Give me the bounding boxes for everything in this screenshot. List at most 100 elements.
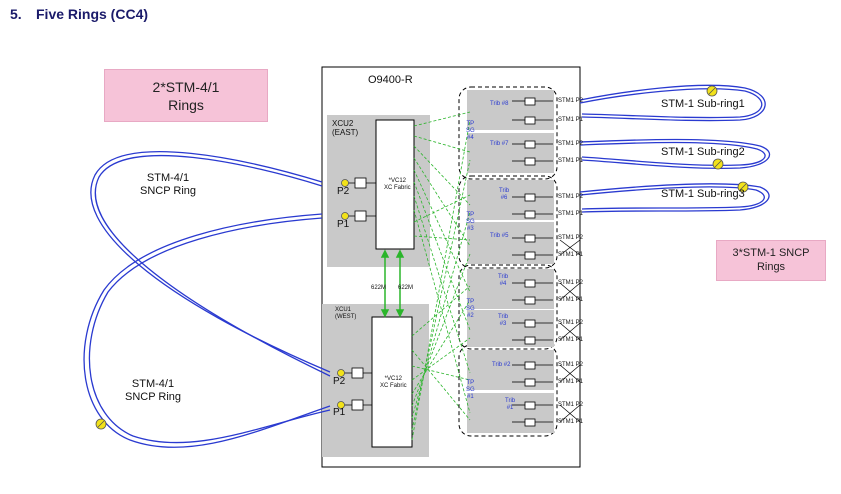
trib-6-label: Trib #6 — [499, 188, 509, 202]
ring-label-line: SNCP Ring — [125, 391, 182, 403]
trib-3-label: Trib #3 — [498, 314, 508, 328]
group-name-line: TP — [466, 380, 475, 386]
xcu1-title: XCU1 (WEST) — [335, 307, 356, 321]
group-name-line: SG — [466, 387, 475, 393]
section-number: 5. — [10, 6, 22, 22]
xcu1-p1-label: P1 — [333, 407, 346, 418]
trib-6-port-p2: STM1 P2 — [558, 194, 584, 200]
trib-3-port-p2: STM1 P2 — [558, 320, 584, 326]
group-name-line: SG — [466, 219, 475, 225]
trib-2-port-p1: STM1 P1 — [558, 379, 584, 385]
xcu2-p2-label: P2 — [337, 186, 350, 197]
trib-7-label: Trib #7 — [490, 141, 509, 147]
callout-line: 3*STM-1 SNCP — [732, 247, 810, 259]
trib-2-port-p2: STM1 P2 — [558, 362, 584, 368]
group-name-line: #1 — [466, 394, 474, 400]
trib-label-line: Trib — [499, 188, 510, 194]
link-622m-right: 622M — [398, 285, 414, 291]
trib-label-line: Trib — [498, 274, 509, 280]
trib-4-label: Trib #4 — [498, 274, 508, 288]
fiber-markers — [95, 85, 749, 430]
xcu1-fanout-links — [411, 119, 471, 441]
fiber-marker-icon — [706, 85, 718, 97]
callout-line: 2*STM-4/1 — [152, 79, 220, 95]
fabric-line: *VC12 — [388, 178, 406, 184]
trib-label-line: #4 — [499, 281, 507, 287]
trib-4-port-p2: STM1 P2 — [558, 280, 584, 286]
fiber-marker-icon — [737, 181, 749, 193]
trib-group-outlines — [458, 86, 558, 437]
xcu2-fabric-label: *VC12 XC Fabric — [384, 178, 411, 192]
section-title: Five Rings (CC4) — [36, 6, 149, 22]
xcu-port-connectors — [341, 177, 376, 411]
group-name-line: #2 — [466, 313, 474, 319]
right-stm1-subrings — [579, 84, 771, 213]
group-name-line: SG — [466, 306, 475, 312]
stm4-rings-callout: 2*STM-4/1 Rings — [104, 69, 268, 122]
upper-ring-label: STM-4/1 SNCP Ring — [140, 172, 196, 198]
trib-label-line: Trib — [505, 398, 516, 404]
xcu1-side: (WEST) — [335, 314, 357, 320]
tp-sg-4-label: TP SG #4 — [466, 121, 475, 142]
trib-2-label: Trib #2 — [492, 362, 511, 368]
xcu1-fabric-box — [371, 316, 413, 448]
trib-label-line: #1 — [506, 405, 514, 411]
fabric-line: XC Fabric — [384, 185, 411, 191]
fiber-marker-icon — [337, 401, 345, 409]
section-heading: 5. Five Rings (CC4) — [10, 6, 148, 22]
ring-label-line: STM-4/1 — [131, 378, 175, 390]
xcu1-p2-label: P2 — [333, 376, 346, 387]
trib-1-port-p1: STM1 P1 — [558, 419, 584, 425]
fabric-line: XC Fabric — [380, 383, 407, 389]
unused-port-stubs — [559, 239, 581, 423]
callout-line: Rings — [168, 97, 204, 113]
node-title: O9400-R — [368, 74, 413, 86]
trib-8-port-p1: STM1 P1 — [558, 117, 584, 123]
xcu2-fanout-links — [413, 111, 471, 414]
trib-label-line: #6 — [500, 195, 508, 201]
trib-cards — [467, 90, 554, 433]
trib-4-port-p1: STM1 P1 — [558, 297, 584, 303]
xcu2-name: XCU2 — [332, 119, 354, 128]
trib-8-port-p2: STM1 P2 — [558, 98, 584, 104]
trib-label-line: #3 — [499, 321, 507, 327]
trib-5-label: Trib #5 — [490, 233, 509, 239]
subring3-label: STM-1 Sub-ring3 — [661, 188, 745, 200]
trib-8-label: Trib #8 — [490, 101, 509, 107]
tp-sg-1-label: TP SG #1 — [466, 380, 475, 401]
trib-5-port-p2: STM1 P2 — [558, 235, 584, 241]
fiber-marker-icon — [95, 418, 107, 430]
group-name-line: TP — [466, 299, 475, 305]
trib-3-port-p1: STM1 P1 — [558, 337, 584, 343]
xcu2-fabric-box — [375, 119, 415, 250]
link-622m-left: 622M — [371, 285, 387, 291]
trib-port-leads — [512, 100, 553, 423]
trib-label-line: Trib — [498, 314, 509, 320]
fiber-marker-icon — [341, 179, 349, 187]
xcu1-fabric-label: *VC12 XC Fabric — [380, 376, 407, 390]
trib-6-port-p1: STM1 P1 — [558, 211, 584, 217]
inter-xcu-links — [380, 249, 405, 318]
trib-1-port-p2: STM1 P2 — [558, 402, 584, 408]
fiber-marker-icon — [337, 369, 345, 377]
left-stm4-rings — [83, 151, 331, 448]
fabric-line: *VC12 — [384, 376, 402, 382]
trib-port-connectors — [524, 97, 536, 427]
xcu2-side: (EAST) — [332, 128, 359, 137]
group-name-line: #3 — [466, 226, 474, 232]
lower-ring-label: STM-4/1 SNCP Ring — [125, 378, 181, 404]
ring-label-line: SNCP Ring — [140, 185, 197, 197]
trib-5-port-p1: STM1 P1 — [558, 252, 584, 258]
group-name-line: SG — [466, 128, 475, 134]
fiber-marker-icon — [341, 212, 349, 220]
tp-sg-3-label: TP SG #3 — [466, 212, 475, 233]
tp-sg-2-label: TP SG #2 — [466, 299, 475, 320]
stm1-rings-callout: 3*STM-1 SNCP Rings — [716, 240, 826, 281]
xcu1-name: XCU1 — [335, 307, 352, 313]
ring-label-line: STM-4/1 — [146, 172, 190, 184]
trib-7-port-p2: STM1 P2 — [558, 141, 584, 147]
group-name-line: TP — [466, 121, 475, 127]
group-name-line: TP — [466, 212, 475, 218]
